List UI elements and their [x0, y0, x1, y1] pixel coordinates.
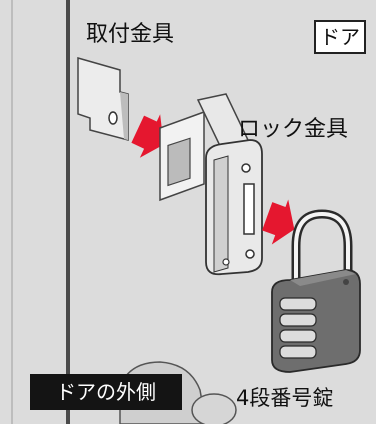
padlock-label: 4段番号錠	[236, 386, 334, 410]
door-label-badge: ドア	[314, 20, 366, 54]
mounting-bracket-illustration	[77, 57, 129, 141]
mounting-fitting-label: 取付金具	[86, 22, 175, 47]
lock-fitting-label: ロック金具	[238, 117, 349, 142]
lock-fitting-illustration	[159, 93, 263, 276]
door-outside-badge: ドアの外側	[30, 374, 182, 410]
padlock-illustration	[271, 209, 361, 373]
red-arrow-icon	[131, 114, 164, 158]
red-arrow-icon	[262, 199, 295, 245]
